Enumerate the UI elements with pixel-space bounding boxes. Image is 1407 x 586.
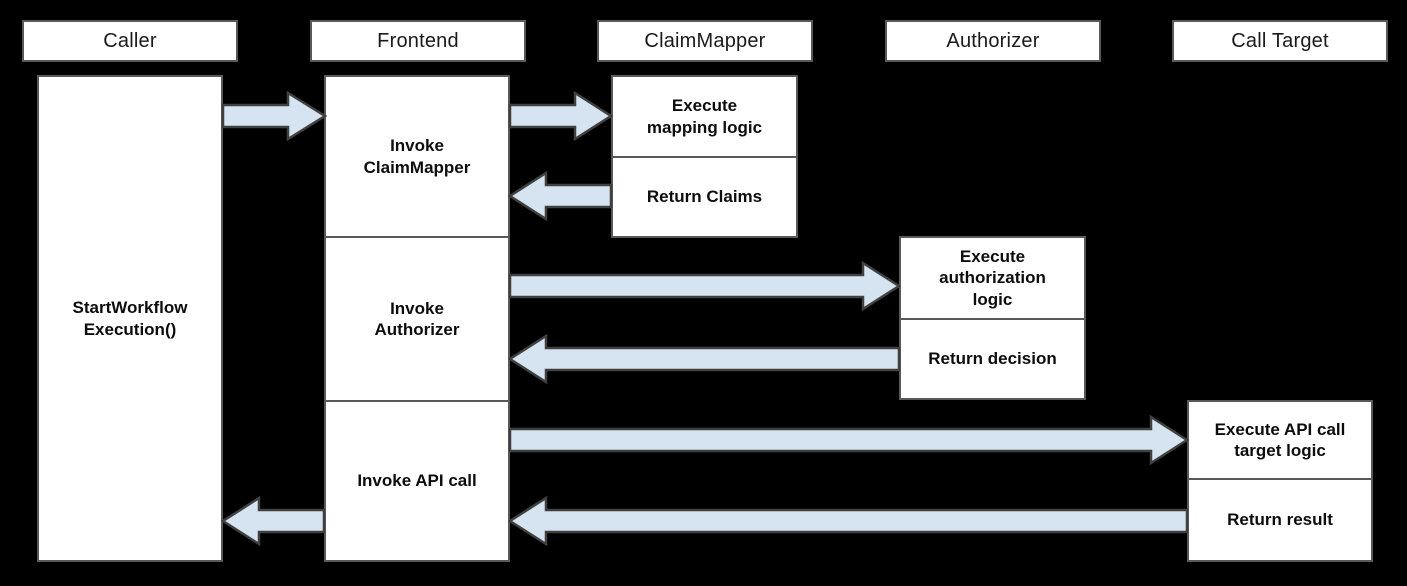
message-arrow-calltarget-to-frontend[interactable] <box>507 495 1189 547</box>
participant-label-frontend: Frontend <box>377 29 459 52</box>
participant-label-claimmapper: ClaimMapper <box>644 29 766 52</box>
activation-caller[interactable]: StartWorkflow Execution() <box>37 75 223 562</box>
activation-authorizer[interactable]: Execute authorization logic Return decis… <box>899 236 1086 400</box>
activation-claimmapper[interactable]: Execute mapping logic Return Claims <box>611 75 798 238</box>
message-arrow-caller-to-frontend[interactable] <box>221 90 328 142</box>
activation-segment-claimmapper-execute-mapping-logic: Execute mapping logic <box>613 77 796 158</box>
participant-label-caller: Caller <box>103 29 157 52</box>
activation-segment-authorizer-execute-authorization-logic: Execute authorization logic <box>901 238 1084 320</box>
activation-segment-frontend-invoke-api-call: Invoke API call <box>357 471 477 491</box>
message-arrow-claimmapper-to-frontend[interactable] <box>507 170 613 222</box>
activation-frontend[interactable]: Invoke ClaimMapper Invoke Authorizer Inv… <box>324 75 510 562</box>
message-arrow-authorizer-to-frontend[interactable] <box>507 333 901 385</box>
activation-segment-claimmapper-return-claims: Return Claims <box>646 187 763 207</box>
activation-segment-frontend-invoke-claimmapper: Invoke ClaimMapper <box>326 77 508 238</box>
activation-segment-calltarget-execute-api-call-target-logic: Execute API call target logic <box>1189 402 1371 480</box>
activation-calltarget[interactable]: Execute API call target logic Return res… <box>1187 400 1373 562</box>
participant-header-authorizer[interactable]: Authorizer <box>885 20 1101 62</box>
activation-segment-caller-top <box>39 77 221 284</box>
activation-segment-frontend-invoke-authorizer: Invoke Authorizer <box>326 238 508 402</box>
message-arrow-frontend-to-authorizer[interactable] <box>508 260 902 312</box>
activation-segment-calltarget-return-result: Return result <box>1227 510 1333 530</box>
participant-header-caller[interactable]: Caller <box>22 20 238 62</box>
activation-segment-authorizer-return-decision: Return decision <box>928 349 1057 369</box>
message-arrow-frontend-to-caller[interactable] <box>220 495 326 547</box>
activation-segment-caller-start-workflow: StartWorkflow Execution() <box>72 298 188 339</box>
activation-segment-caller-bottom <box>39 354 221 561</box>
participant-label-calltarget: Call Target <box>1231 29 1329 52</box>
participant-header-claimmapper[interactable]: ClaimMapper <box>597 20 813 62</box>
message-arrow-frontend-to-claimmapper[interactable] <box>508 90 614 142</box>
message-arrow-frontend-to-calltarget[interactable] <box>508 414 1190 466</box>
participant-label-authorizer: Authorizer <box>946 29 1040 52</box>
participant-header-frontend[interactable]: Frontend <box>310 20 526 62</box>
participant-header-calltarget[interactable]: Call Target <box>1172 20 1388 62</box>
